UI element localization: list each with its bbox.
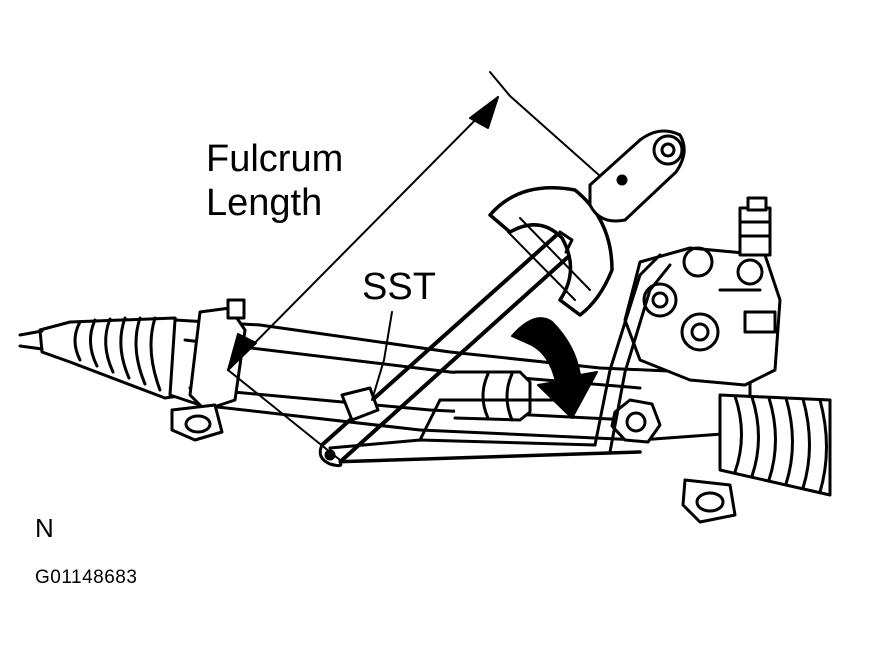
wrench-head	[488, 186, 614, 317]
left-boot	[18, 316, 192, 400]
sst-tool-frame	[328, 253, 672, 464]
n-mark-label: N	[35, 513, 54, 543]
sst-leader-line	[371, 311, 393, 401]
right-boot	[610, 393, 832, 524]
curved-arrow-icon	[511, 317, 598, 419]
socket-handle	[588, 129, 686, 223]
valve-body	[623, 196, 782, 387]
figure-id-label: G01148683	[35, 567, 138, 588]
sst-rod	[318, 230, 580, 468]
fulcrum-dimension	[227, 71, 601, 461]
rack-housing	[168, 298, 752, 442]
fulcrum-length-label: Fulcrum Length	[206, 138, 343, 225]
fulcrum-label-line-1: Fulcrum	[206, 138, 344, 180]
fulcrum-label-line-2: Length	[206, 181, 323, 224]
sst-label: SST	[362, 266, 436, 308]
